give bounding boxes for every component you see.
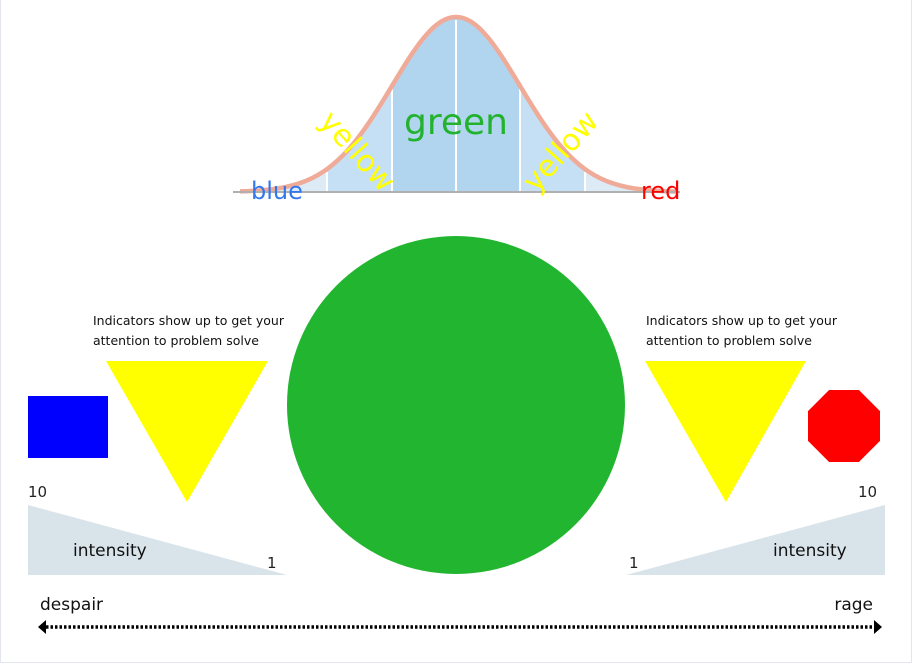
intensity-wedge-left — [28, 505, 287, 575]
bell-curve — [240, 14, 676, 194]
label-red: red — [641, 177, 680, 205]
yellow-triangle-left — [106, 361, 268, 502]
label-green: green — [404, 102, 508, 143]
right-caption-line2: attention to problem solve — [646, 333, 812, 348]
rage-label: rage — [834, 595, 873, 615]
red-octagon — [808, 390, 880, 462]
blue-square — [28, 396, 108, 458]
left-scale-min: 1 — [267, 554, 277, 572]
bell-curve-line — [240, 14, 676, 194]
green-circle — [287, 236, 625, 574]
right-intensity-label: intensity — [773, 541, 847, 561]
label-blue: blue — [251, 177, 303, 205]
left-caption-line1: Indicators show up to get your — [93, 313, 285, 328]
despair-label: despair — [40, 595, 103, 615]
left-scale-max: 10 — [28, 483, 47, 501]
yellow-triangle-right — [645, 361, 806, 502]
intensity-wedge-right — [626, 505, 885, 575]
left-intensity-label: intensity — [73, 541, 147, 561]
left-caption-line2: attention to problem solve — [93, 333, 259, 348]
arrow-right-icon — [874, 620, 882, 634]
right-caption-line1: Indicators show up to get your — [646, 313, 838, 328]
bell-tail-right — [585, 169, 676, 192]
arrow-left-icon — [38, 620, 46, 634]
right-scale-min: 1 — [629, 554, 639, 572]
right-scale-max: 10 — [858, 483, 877, 501]
bell-tail-left — [240, 169, 327, 192]
